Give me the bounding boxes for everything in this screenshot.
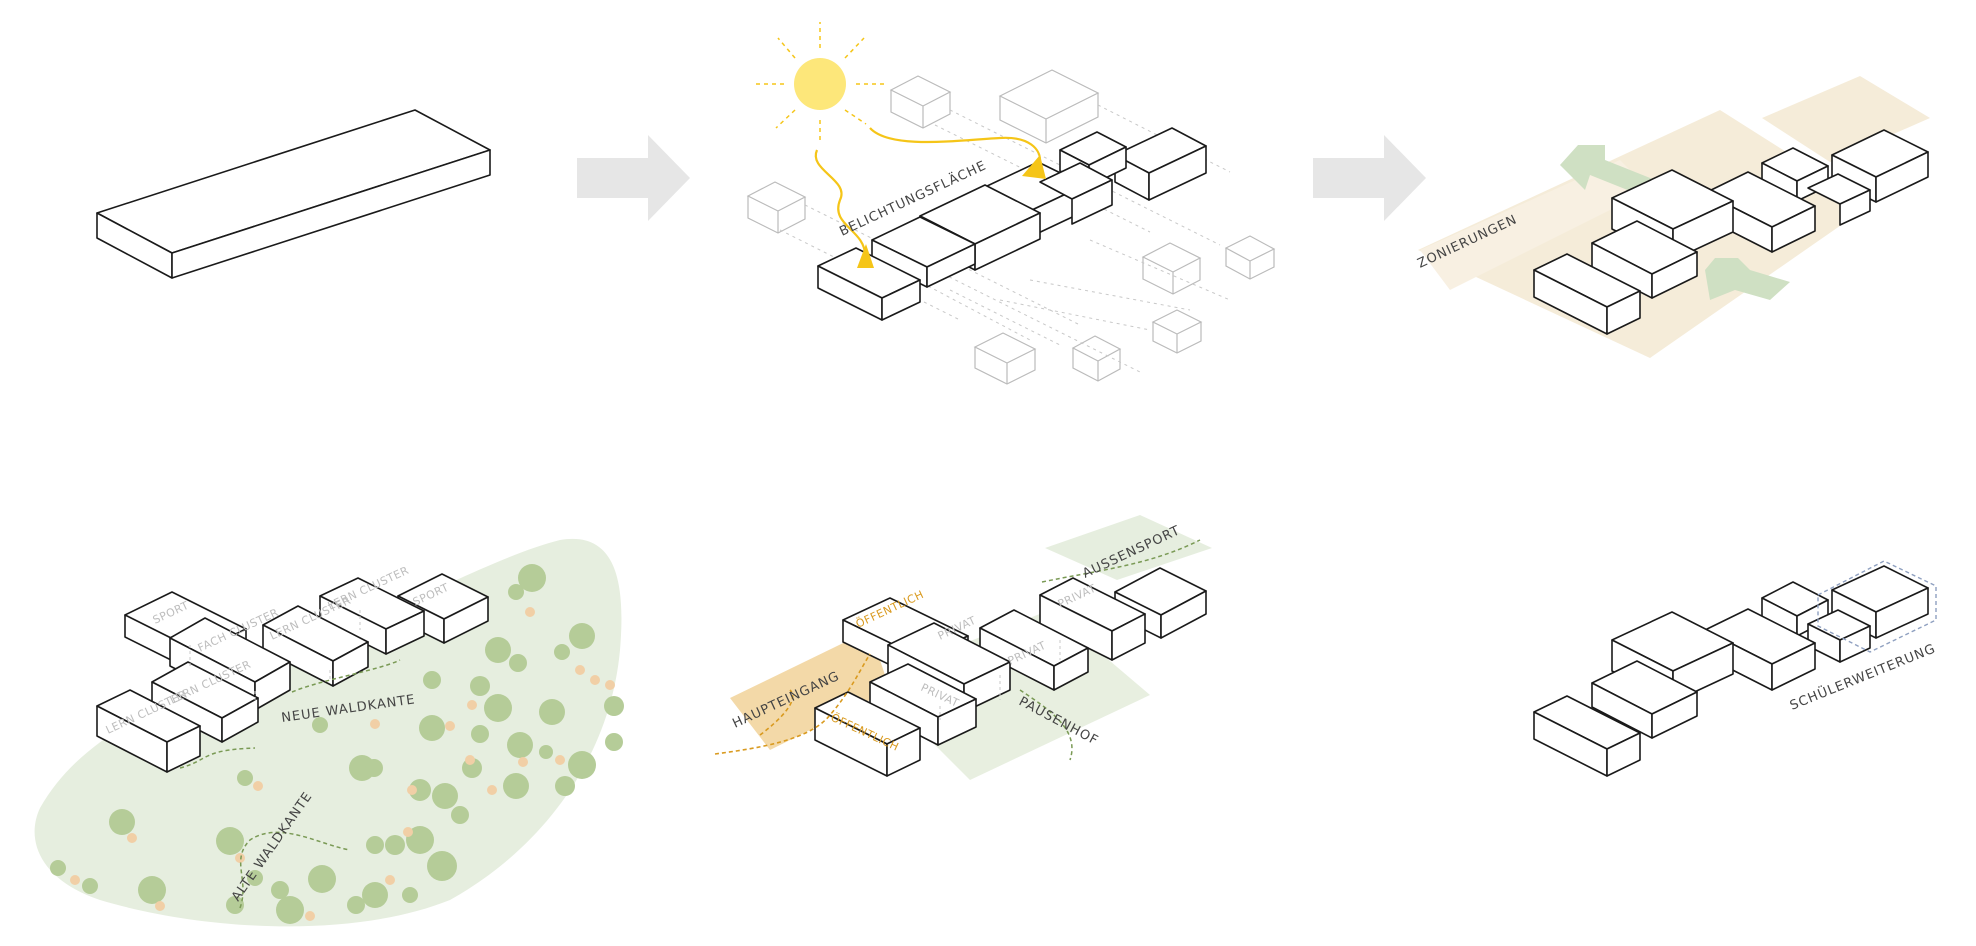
- zoning-volumes: [1533, 129, 1929, 335]
- flow-arrow-1: [577, 135, 690, 221]
- old-edge-arrow: [239, 831, 351, 909]
- trees: [50, 564, 624, 924]
- zone-beige-top: [1762, 76, 1930, 162]
- panel-access: ÖFFENTLICH ÖFFENTLICH PRIVAT PRIVAT PRIV…: [714, 515, 1212, 780]
- sun-arrow-head-2: [1022, 155, 1046, 179]
- main-entrance-arrow: [714, 653, 871, 755]
- flow-arrow-2: [1313, 135, 1426, 221]
- new-edge-arrow: [179, 659, 401, 769]
- panel-zoning: ZONIERUNGEN: [1415, 76, 1930, 358]
- long-slab: [96, 109, 491, 279]
- access-inner-lines: [939, 640, 1061, 720]
- extension-volumes: [1533, 565, 1929, 777]
- lighting-volumes: [817, 127, 1207, 321]
- zone-beige-left: [1420, 160, 1650, 290]
- panel-forest: SPORT FACH CLUSTER LERN CLUSTER LERN CLU…: [34, 538, 624, 927]
- yard-arrow: [1019, 689, 1073, 761]
- sun-arrow-head-1: [857, 244, 874, 268]
- public-zone: [730, 630, 890, 750]
- forest-volumes: [96, 573, 489, 773]
- panel-extension: SCHÜLERWEITERUNG: [1533, 560, 1938, 777]
- ghost-volumes: [746, 69, 1276, 385]
- sun-path-arrows: [814, 127, 1042, 256]
- forest-area: [34, 538, 622, 927]
- forest-inner-lines: [189, 610, 361, 700]
- access-volumes: [814, 567, 1207, 777]
- zone-green-arrow-1: [1560, 145, 1655, 195]
- zone-green-arrow-2: [1705, 258, 1790, 300]
- sun-icon: [756, 22, 884, 140]
- main-entrance-arrow-2: [759, 689, 794, 736]
- panel-lighting: BELICHTUNGSFLÄCHE: [746, 22, 1276, 385]
- extension-outline: [1817, 560, 1937, 653]
- outdoor-sport-zone: [1045, 515, 1212, 580]
- panel-base-volume: [96, 109, 491, 279]
